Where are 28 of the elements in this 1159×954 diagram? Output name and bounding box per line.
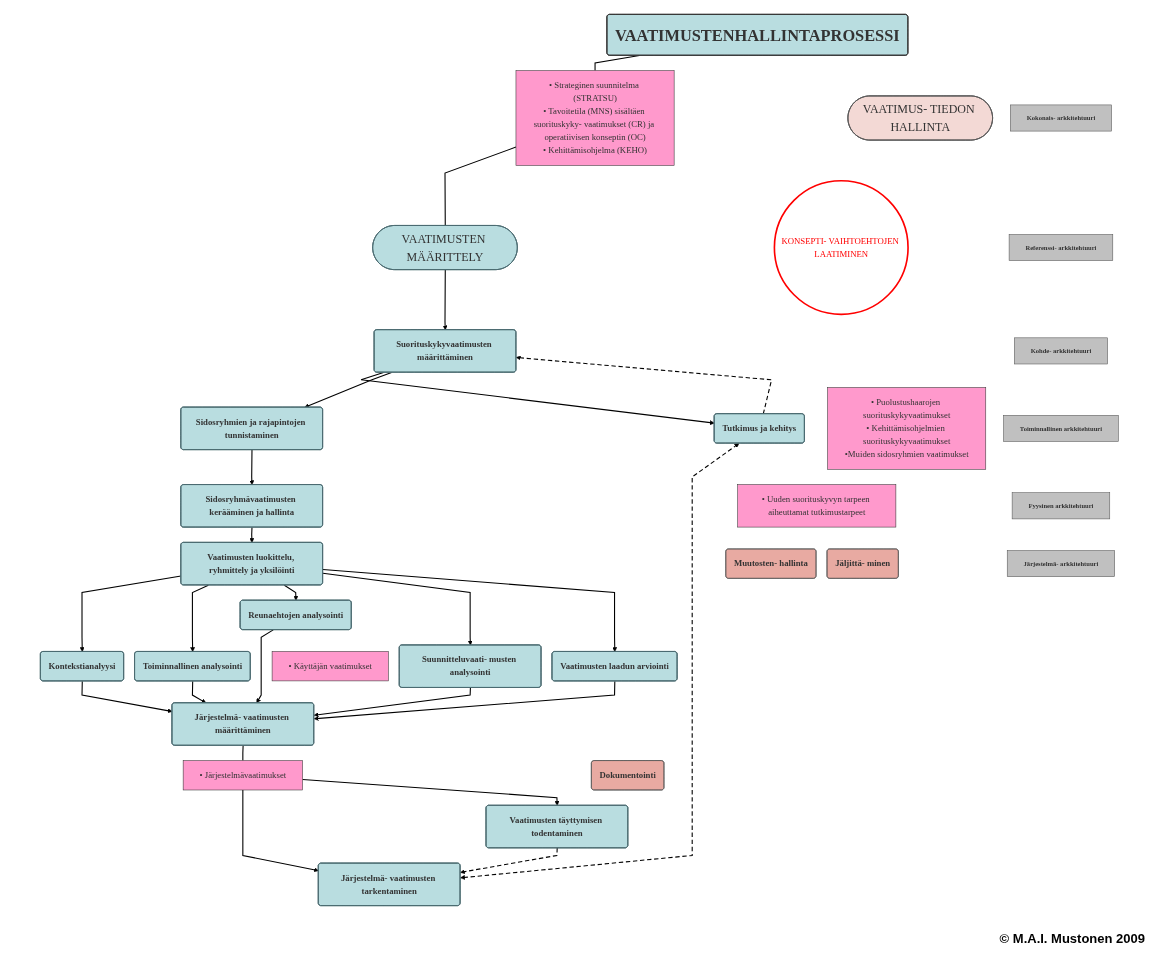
arrow — [249, 449, 255, 486]
arrow — [192, 680, 207, 704]
node-box: • Käyttäjän vaatimukset — [271, 651, 389, 682]
arrow — [322, 572, 473, 646]
arrow — [81, 680, 173, 714]
arrow — [360, 371, 715, 425]
copyright-note: © M.A.I. Mustonen 2009 — [999, 931, 1145, 946]
arrow — [322, 569, 618, 652]
arrow — [460, 443, 740, 880]
arrow — [190, 584, 209, 652]
arrow — [249, 526, 255, 543]
arrow — [242, 789, 319, 873]
arrow — [313, 687, 472, 718]
node-box: • Puolustushaarojen suorituskykyvaatimukset • Kehittämisohjelmien suorituskykyvaatimukset •Muiden sidosryhmien vaatimukset — [827, 387, 987, 470]
arrow — [79, 575, 182, 652]
arrow — [516, 355, 773, 415]
node-box: • Uuden suorituskyvyn tarpeen aiheuttamat tutkimustarpeet — [737, 484, 897, 528]
node-box: • Strateginen suunnitelma (STRATSU) • Tavoitetila (MNS) sisältäen suorituskyky- vaatimukset (CR) ja operatiivisen konseptin (OC) • Kehittämisohjelma (KEHO) — [515, 70, 675, 166]
arrow — [283, 584, 299, 601]
connector — [242, 745, 244, 762]
arrow — [442, 269, 448, 331]
arrow — [256, 629, 274, 704]
node-box: • Järjestelmävaatimukset — [183, 760, 303, 791]
arrow — [302, 778, 560, 806]
node-circle: KONSEPTI- VAIHTOEHTOJEN LAATIMINEN — [773, 179, 909, 316]
arrow — [460, 847, 558, 875]
arrow — [313, 680, 616, 721]
connector — [444, 146, 517, 227]
